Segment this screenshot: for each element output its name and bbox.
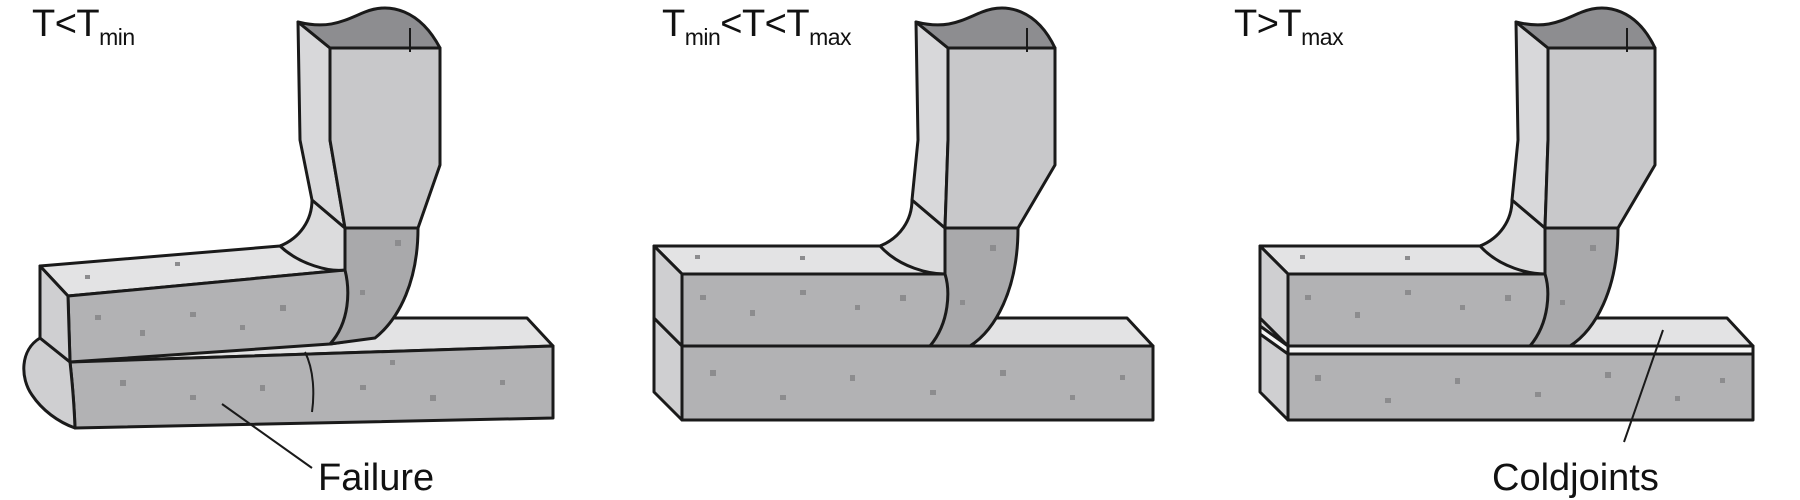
upper-layer-side-face	[38, 264, 72, 364]
panel-optimal: Tmin<T<Tmax	[600, 0, 1200, 500]
hose-top-cap	[914, 6, 1057, 50]
lower-layer-front-face	[1286, 352, 1755, 422]
upper-layer-front-face	[680, 272, 974, 348]
elbow-dark-face	[928, 226, 1020, 348]
coldjoint-leader-line	[1623, 329, 1664, 443]
hose-side-face	[910, 20, 950, 230]
hose-top-cap	[296, 6, 442, 50]
hose-elbow-cold	[278, 6, 442, 346]
upper-layer-side-face	[1258, 244, 1290, 348]
panel-title-optimal: Tmin<T<Tmax	[662, 2, 852, 49]
aggregate-speckles-hot	[1300, 245, 1725, 403]
upper-layer-front-face	[1286, 272, 1574, 348]
cold-joint-gap-side	[1258, 324, 1290, 356]
title-main: T>T	[1234, 3, 1302, 45]
crack-line	[304, 351, 315, 413]
title-subscript: min	[99, 24, 135, 50]
hose-side-face	[1510, 20, 1550, 230]
upper-layer-side-face	[652, 244, 684, 348]
title-subscript: max	[1301, 24, 1344, 50]
hose-top-cap	[1514, 6, 1657, 50]
panel-hot: T>Tmax	[1200, 0, 1800, 500]
failure-label: Failure	[318, 457, 435, 499]
title-rest: <T<T	[720, 3, 810, 45]
optimal-diagram	[652, 6, 1155, 422]
elbow-light-face	[878, 198, 947, 276]
lower-layer-front-face	[680, 344, 1155, 422]
coldjoints-label: Coldjoints	[1492, 457, 1659, 499]
cold-diagram	[22, 6, 555, 469]
hose-front-face	[943, 46, 1057, 230]
upper-layer-cold	[38, 230, 374, 364]
upper-layer-optimal	[652, 230, 974, 348]
hose-elbow-optimal	[878, 6, 1057, 348]
elbow-light-face	[1478, 198, 1547, 276]
panel-title-hot: T>Tmax	[1234, 2, 1344, 49]
title-main: T	[662, 3, 685, 45]
elbow-dark-face	[328, 226, 420, 346]
aggregate-speckles-optimal	[695, 245, 1125, 400]
lower-layer-bulge-side	[22, 336, 77, 430]
hose-front-face	[328, 46, 442, 230]
hose-elbow-hot	[1478, 6, 1657, 348]
aggregate-speckles-cold	[85, 240, 505, 401]
elbow-light-face	[278, 198, 347, 272]
hot-diagram	[1258, 6, 1755, 443]
title-subscript: min	[684, 24, 721, 50]
failure-leader-line	[221, 403, 313, 469]
title-main: T<T	[32, 3, 100, 45]
panel-title-cold: T<Tmin	[32, 2, 135, 49]
panel-cold: T<Tmin	[0, 0, 600, 500]
hose-front-face	[1543, 46, 1657, 230]
elbow-dark-face	[1528, 226, 1620, 348]
title-subscript-2: max	[809, 24, 852, 50]
